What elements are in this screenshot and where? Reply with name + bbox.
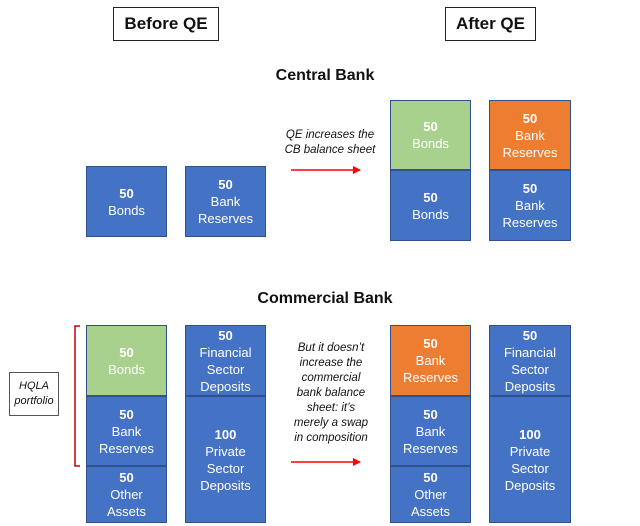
- hqla-label: HQLA portfolio: [9, 372, 59, 416]
- cb-after-reserves-new-box: 50 Bank Reserves: [489, 100, 571, 170]
- box-value: 50: [218, 327, 233, 343]
- box-value: 50: [119, 185, 134, 201]
- box-value: 50: [522, 181, 538, 196]
- box-label: Sector: [206, 361, 245, 377]
- note-line: But it doesn’t: [297, 342, 365, 354]
- note-line: QE increases the: [285, 129, 375, 141]
- box-label: Bank: [111, 423, 142, 439]
- box-label: Assets: [106, 504, 146, 519]
- comm-after-priv-deposits-box: 100 Private Sector Deposits: [489, 396, 571, 523]
- box-label: Bonds: [108, 361, 145, 377]
- box-label: Deposits: [200, 477, 251, 493]
- box-label: Bank: [515, 198, 545, 213]
- box-label: Reserves: [99, 440, 154, 456]
- box-label: Bonds: [412, 206, 449, 222]
- commercial-note: But it doesn’t increase the commercial b…: [283, 341, 379, 446]
- cb-after-bonds-new-box: 50 Bonds: [390, 100, 471, 170]
- hqla-line: HQLA: [19, 380, 49, 392]
- box-label: Bank: [515, 127, 545, 143]
- cb-after-reserves-box: 50 Bank Reserves: [489, 170, 571, 241]
- note-line: commercial: [301, 372, 361, 384]
- comm-before-priv-deposits-box: 100 Private Sector Deposits: [185, 396, 266, 523]
- box-value: 50: [423, 470, 438, 485]
- box-value: 100: [214, 426, 237, 442]
- box-value: 50: [522, 110, 538, 126]
- box-value: 50: [423, 119, 438, 134]
- cb-before-reserves-box: 50 Bank Reserves: [185, 166, 266, 237]
- central-note: QE increases the CB balance sheet: [276, 128, 384, 158]
- box-label: Deposits: [200, 378, 251, 394]
- comm-after-other-assets-box: 50 Other Assets: [390, 466, 471, 523]
- box-label: Financial: [503, 344, 557, 360]
- box-value: 50: [423, 336, 438, 351]
- cb-before-bonds-box: 50 Bonds: [86, 166, 167, 237]
- box-label: Sector: [511, 361, 549, 377]
- hqla-bracket: [74, 325, 80, 467]
- box-label: Sector: [511, 460, 549, 476]
- box-label: Reserves: [198, 211, 253, 226]
- comm-before-reserves-box: 50 Bank Reserves: [86, 396, 167, 466]
- cb-after-bonds-box: 50 Bonds: [390, 170, 471, 241]
- box-value: 50: [218, 177, 233, 192]
- box-label: Reserves: [403, 370, 458, 385]
- note-line: increase the: [299, 357, 363, 369]
- box-label: Reserves: [403, 440, 458, 456]
- box-label: Sector: [206, 460, 245, 476]
- comm-after-fin-deposits-box: 50 Financial Sector Deposits: [489, 325, 571, 396]
- box-label: Reserves: [502, 144, 558, 160]
- comm-before-fin-deposits-box: 50 Financial Sector Deposits: [185, 325, 266, 396]
- box-label: Private: [205, 443, 246, 459]
- note-line: bank balance: [296, 387, 366, 399]
- box-value: 50: [119, 344, 134, 360]
- box-label: Bank: [415, 353, 446, 368]
- comm-after-reserves-box: 50 Bank Reserves: [390, 396, 471, 466]
- box-label: Bank: [415, 423, 446, 439]
- note-line: merely a swap: [293, 417, 369, 429]
- box-label: Bank: [210, 194, 241, 209]
- box-label: Bonds: [412, 136, 449, 151]
- box-value: 50: [119, 406, 134, 422]
- comm-before-bonds-box: 50 Bonds: [86, 325, 167, 396]
- note-line: CB balance sheet: [284, 144, 376, 156]
- central-bank-title: Central Bank: [275, 67, 375, 84]
- box-value: 50: [423, 189, 438, 205]
- box-value: 50: [423, 406, 438, 422]
- commercial-bank-title: Commercial Bank: [257, 290, 393, 307]
- box-value: 50: [119, 470, 134, 485]
- box-label: Deposits: [504, 477, 556, 493]
- box-label: Private: [509, 443, 551, 459]
- comm-before-other-assets-box: 50 Other Assets: [86, 466, 167, 523]
- note-line: sheet: it’s: [306, 402, 356, 414]
- box-label: Other: [110, 487, 143, 502]
- box-label: Deposits: [504, 378, 556, 394]
- after-qe-header: After QE: [445, 7, 536, 41]
- box-label: Other: [414, 487, 447, 502]
- box-label: Financial: [199, 344, 252, 360]
- note-line: in composition: [294, 432, 368, 444]
- box-label: Assets: [410, 504, 450, 519]
- before-qe-header: Before QE: [113, 7, 219, 41]
- box-label: Reserves: [502, 215, 558, 230]
- comm-after-reserves-new-box: 50 Bank Reserves: [390, 325, 471, 396]
- box-label: Bonds: [108, 202, 145, 218]
- hqla-line: portfolio: [14, 395, 54, 407]
- box-value: 100: [519, 426, 541, 442]
- box-value: 50: [522, 327, 538, 343]
